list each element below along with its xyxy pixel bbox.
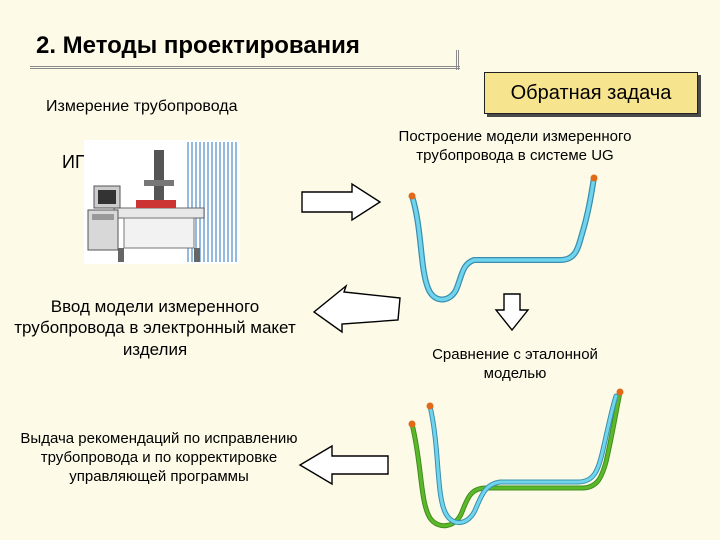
comparison-pipe-models	[408, 388, 624, 529]
left-heading: Измерение трубопровода	[46, 98, 238, 115]
build-model-text: Построение модели измеренного трубопрово…	[398, 128, 632, 164]
input-model-text: Ввод модели измеренного трубопровода в э…	[14, 297, 296, 359]
title-frame-edge	[456, 50, 459, 70]
inverse-task-box: Обратная задача	[484, 72, 698, 114]
arrow-right-icon	[301, 182, 382, 222]
arrow-left-icon	[312, 283, 401, 334]
measured-pipe-model	[408, 174, 598, 303]
measuring-machine-image	[84, 140, 240, 264]
arrow-left-icon	[298, 444, 389, 486]
compare-text: Сравнение с эталонной моделью	[432, 346, 598, 382]
slide-title: 2. Методы проектирования	[36, 32, 360, 59]
inverse-task-label: Обратная задача	[510, 81, 672, 104]
arrow-down-icon	[494, 293, 530, 332]
recommend-text: Выдача рекомендаций по исправлению трубо…	[20, 430, 298, 485]
title-underline	[30, 66, 460, 69]
